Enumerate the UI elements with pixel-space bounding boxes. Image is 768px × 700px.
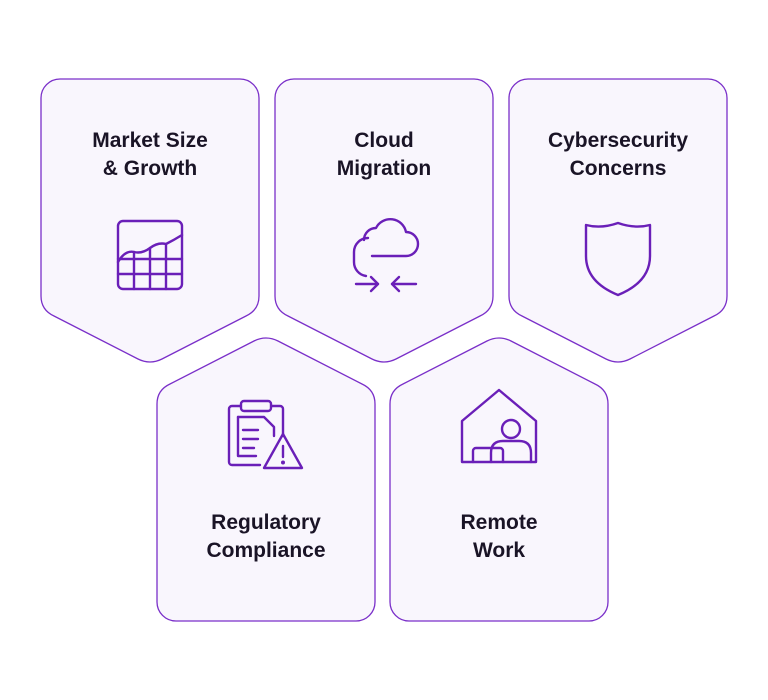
card-shape — [389, 337, 609, 622]
card-title: Market Size & Growth — [92, 129, 208, 180]
card-title: Cybersecurity Concerns — [547, 129, 689, 180]
card-cybersecurity-concerns: Cybersecurity Concerns — [508, 78, 728, 365]
card-cloud-migration: Cloud Migration — [274, 78, 494, 365]
card-remote-work: Remote Work — [389, 335, 609, 622]
home-user-icon — [389, 387, 609, 465]
card-market-size-growth: Market Size & Growth — [40, 78, 260, 365]
card-title: Cloud Migration — [336, 129, 432, 180]
cloud-migration-icon — [274, 217, 494, 296]
clipboard-warning-icon — [156, 396, 376, 474]
growth-chart-icon — [40, 218, 260, 292]
shield-icon — [508, 220, 728, 298]
card-shape — [156, 337, 376, 622]
card-title: Remote Work — [460, 511, 538, 562]
card-shape — [508, 78, 728, 363]
card-title: Regulatory Compliance — [206, 511, 326, 562]
card-regulatory-compliance: Regulatory Compliance — [156, 335, 376, 622]
